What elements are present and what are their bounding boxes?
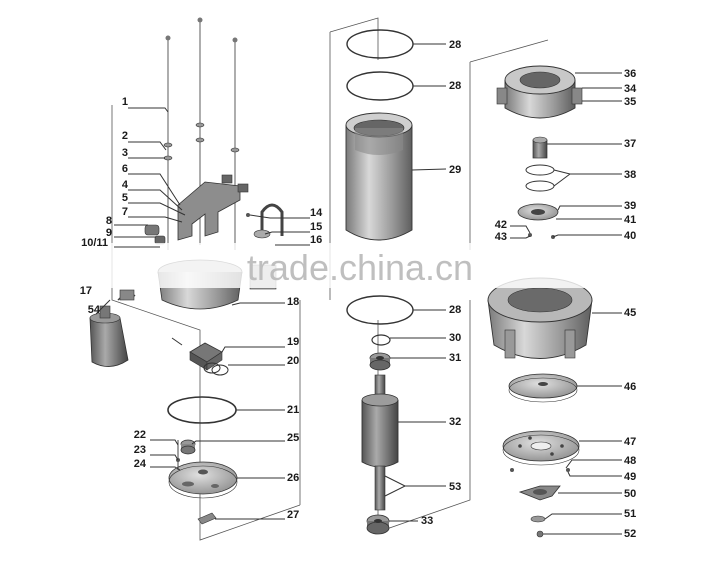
part-label-23: 23 bbox=[134, 444, 146, 456]
part-label-7: 7 bbox=[122, 206, 128, 218]
cable-gland bbox=[144, 224, 160, 236]
part-label-36: 36 bbox=[624, 68, 636, 80]
part-label-28b: 28 bbox=[449, 80, 461, 92]
part-label-28a: 28 bbox=[449, 39, 461, 51]
part-label-20: 20 bbox=[287, 355, 299, 367]
o-ring-20b bbox=[211, 364, 229, 376]
part-label-50: 50 bbox=[624, 488, 636, 500]
part-label-31: 31 bbox=[449, 352, 461, 364]
leader-lines bbox=[95, 43, 622, 535]
part-label-8: 8 bbox=[106, 215, 112, 227]
o-ring-21 bbox=[167, 396, 237, 424]
part-label-40: 40 bbox=[624, 230, 636, 242]
part-label-34: 34 bbox=[624, 83, 637, 95]
part-label-25: 25 bbox=[287, 432, 299, 444]
o-ring-28b bbox=[346, 71, 414, 101]
part-label-52: 52 bbox=[624, 528, 636, 540]
part-label-35: 35 bbox=[624, 96, 636, 108]
float-switch bbox=[89, 317, 129, 367]
part-label-45: 45 bbox=[624, 307, 636, 319]
part-label-29: 29 bbox=[449, 164, 461, 176]
part-label-24: 24 bbox=[134, 458, 147, 470]
part-label-5: 5 bbox=[122, 192, 128, 204]
part-label-16: 16 bbox=[310, 234, 322, 246]
part-label-30: 30 bbox=[449, 332, 461, 344]
watermark: trade.china.cn bbox=[0, 243, 717, 288]
part-label-37: 37 bbox=[624, 138, 636, 150]
part-label-43: 43 bbox=[495, 231, 507, 243]
ring-30 bbox=[371, 334, 391, 346]
part-label-51: 51 bbox=[624, 508, 636, 520]
part-label-15: 15 bbox=[310, 221, 322, 233]
part-label-17: 17 bbox=[80, 285, 92, 297]
part-label-1: 1 bbox=[122, 96, 128, 108]
rod-1-head bbox=[165, 35, 171, 41]
part-label-26: 26 bbox=[287, 472, 299, 484]
part-label-22: 22 bbox=[134, 429, 146, 441]
part-label-27: 27 bbox=[287, 509, 299, 521]
part-label-18: 18 bbox=[287, 296, 299, 308]
part-label-53: 53 bbox=[449, 481, 461, 493]
o-ring-20a bbox=[203, 362, 221, 374]
part-label-54: 54 bbox=[88, 304, 101, 316]
part-label-32: 32 bbox=[449, 416, 461, 428]
rotor-shaft-bottom bbox=[374, 465, 386, 511]
watermark-text: trade.china.cn bbox=[247, 247, 473, 288]
o-ring-38a bbox=[525, 164, 555, 176]
o-ring-28a bbox=[346, 29, 414, 59]
part-label-42: 42 bbox=[495, 219, 507, 231]
part-label-47: 47 bbox=[624, 436, 636, 448]
o-ring-28c bbox=[346, 295, 414, 325]
part-label-2: 2 bbox=[122, 130, 128, 142]
part-label-38: 38 bbox=[624, 169, 636, 181]
screw-52 bbox=[536, 530, 544, 538]
seal-plate bbox=[168, 461, 238, 495]
part-label-41: 41 bbox=[624, 214, 636, 226]
key-27 bbox=[197, 512, 217, 525]
u-bolt bbox=[260, 203, 284, 236]
right-panel-parts bbox=[487, 65, 593, 538]
part-label-9: 9 bbox=[106, 227, 112, 239]
handle-bracket bbox=[177, 181, 241, 241]
part-label-19: 19 bbox=[287, 336, 299, 348]
part-label-10_11: 10/11 bbox=[81, 237, 108, 249]
part-label-6: 6 bbox=[122, 163, 128, 175]
o-ring-38b bbox=[525, 180, 555, 192]
center-panel-parts bbox=[345, 29, 414, 535]
part-label-14: 14 bbox=[310, 207, 323, 219]
part-number-labels: 12364578910/1117541415161819202122232425… bbox=[80, 39, 637, 540]
part-label-28c: 28 bbox=[449, 304, 461, 316]
part-label-49: 49 bbox=[624, 471, 636, 483]
part-label-39: 39 bbox=[624, 200, 636, 212]
stator-housing bbox=[345, 125, 413, 241]
part-label-33: 33 bbox=[421, 515, 433, 527]
part-label-3: 3 bbox=[122, 147, 128, 159]
part-label-21: 21 bbox=[287, 404, 299, 416]
rotor bbox=[361, 400, 399, 468]
part-label-48: 48 bbox=[624, 455, 636, 467]
part-label-46: 46 bbox=[624, 381, 636, 393]
part-label-4: 4 bbox=[122, 179, 129, 191]
nut-51 bbox=[530, 515, 546, 523]
